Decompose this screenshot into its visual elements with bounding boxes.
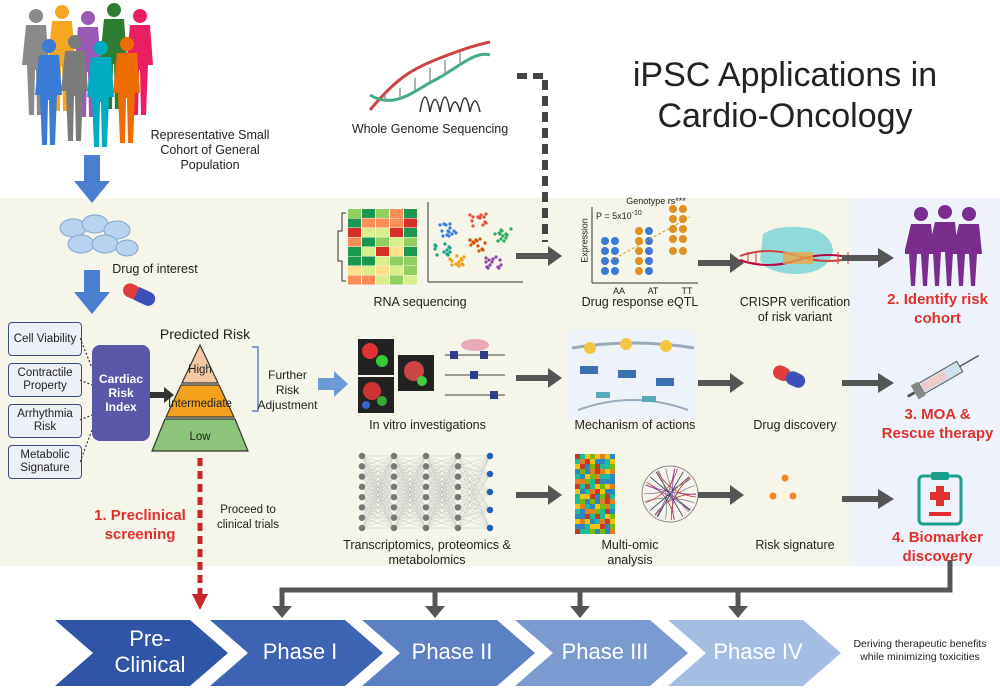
arrow-icon [516,246,562,266]
risk-input-contractile: Contractile Property [8,363,82,397]
phase-preclinical: Pre-Clinical [114,626,186,677]
dna-icon [368,40,491,113]
arrow-icon [842,248,894,268]
circos-icon [575,454,699,534]
arrow-icon [698,253,744,273]
crispr-label: CRISPR verification of risk variant [739,295,851,324]
arrow-icon [698,373,744,393]
people-crowd-icon [22,3,153,147]
pyramid-level-low: Low [189,431,211,443]
pyramid-level-intermediate: Intermediate [168,398,232,410]
network-icon [358,452,494,532]
risk-pyramid [151,343,249,452]
risk-input-metabolic: Metabolic Signature [8,445,82,479]
bracket [252,346,259,412]
arrow-icon [842,489,894,509]
page-title: iPSC Applications in Cardio-Oncology [632,56,938,135]
cardiac-risk-index-box: Cardiac Risk Index [92,345,150,441]
eqtl-group-aa: AA [612,286,625,296]
capsule-icon [773,365,806,388]
arrow-icon [516,485,562,505]
wgs-label: Whole Genome Sequencing [351,122,509,136]
eqtl-plot [591,205,698,284]
right-arrow-icon [318,371,348,397]
rna-seq-label: RNA sequencing [373,295,467,309]
phase-2: Phase II [411,639,493,664]
eqtl-genotype-label: Genotype rs*** [626,196,686,206]
heatmap-icon [337,209,417,285]
risk-signature-label: Risk signature [755,538,835,552]
footer-note: Deriving therapeutic benefits while mini… [853,638,987,663]
multiomic-label: Multi-omic analysis [601,538,659,567]
eqtl-ylabel: Expression [579,218,590,263]
arrow-icon [698,485,744,505]
outcome-moa-rescue: 3. MOA & Rescue therapy [881,406,994,442]
scatter-tsne-icon [427,202,523,283]
predicted-risk-title: Predicted Risk [159,326,251,342]
down-arrow-icon [74,270,110,314]
feedback-arrows [272,560,953,618]
drug-discovery-label: Drug discovery [753,418,837,432]
moa-label: Mechanism of actions [574,418,696,432]
arrow-icon [516,368,562,388]
crispr-icon [739,226,859,274]
outcome-identify-risk: 2. Identify risk cohort [887,291,988,327]
omics-label: Transcriptomics, proteomics & metabolomi… [343,538,511,567]
moa-diagram-icon [568,330,698,420]
capsule-icon [123,283,156,306]
right-arrow-icon [150,387,174,403]
phase-3: Phase III [561,639,649,664]
eqtl-group-at: AT [647,286,659,296]
outcome-preclinical: 1. Preclinical screening [94,507,186,543]
risk-input-cell-viability: Cell Viability [8,322,82,356]
people-purple-icon [905,205,982,286]
phase-4: Phase IV [713,639,803,664]
eqtl-group-tt: TT [681,286,693,296]
dashed-down-arrow-icon [192,458,208,610]
eqtl-label: Drug response eQTL [581,295,699,309]
down-arrow-icon [74,155,110,203]
invitro-images-icon [358,339,505,413]
syringe-icon [907,354,980,400]
clipboard-icon [917,472,963,526]
arrow-icon [842,373,894,393]
wgs-dashed-arrow [517,73,548,242]
invitro-label: In vitro investigations [369,418,486,432]
outcome-biomarker: 4. Biomarker discovery [892,529,983,565]
pyramid-level-high: High [188,364,212,376]
risk-signature-dots [769,474,797,500]
cell-cluster-icon [59,214,139,257]
dotted-connectors [80,337,93,463]
proceed-label: Proceed to clinical trials [217,504,279,531]
eqtl-p-label: P = 5x10-10 [596,210,642,221]
cohort-label: Representative Small Cohort of General P… [150,128,270,172]
phase-1: Phase I [262,639,338,664]
risk-input-arrhythmia: Arrhythmia Risk [8,404,82,438]
risk-adjust-label: Further Risk Adjustment [257,368,318,412]
drug-of-interest-label: Drug of interest [112,262,198,276]
phase-chevrons [55,620,841,686]
